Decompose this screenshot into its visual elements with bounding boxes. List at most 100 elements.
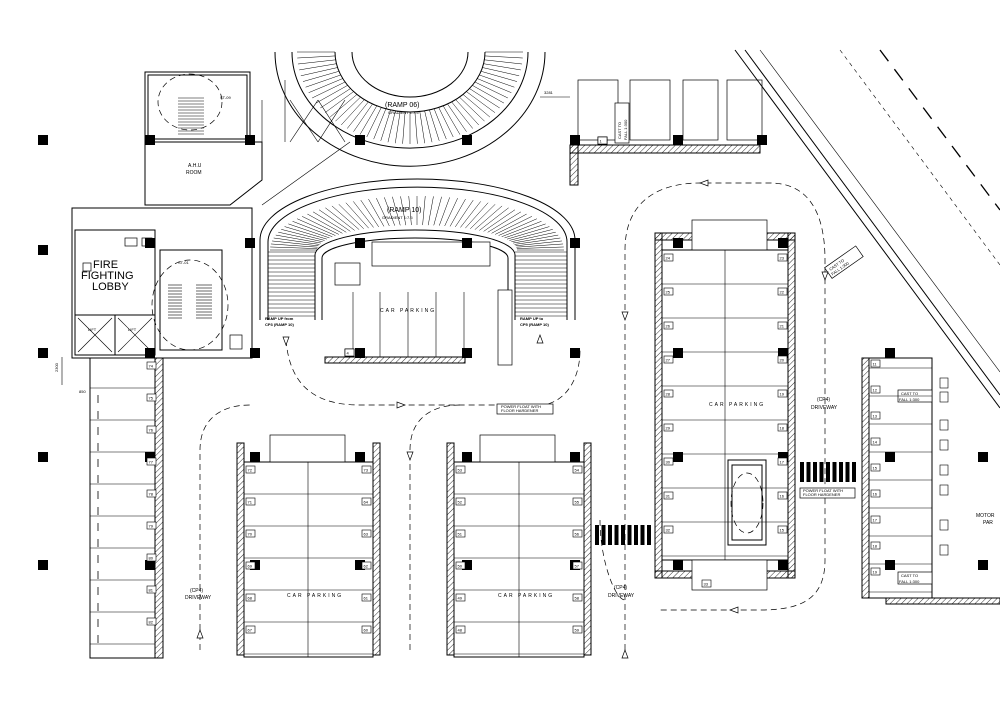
structural-column <box>462 452 472 462</box>
ramp-tread <box>318 209 351 232</box>
stall-number: 15 <box>780 528 785 533</box>
crosswalk-stripe <box>826 462 830 482</box>
crosswalk-stripe <box>839 462 843 482</box>
ramp-tread <box>308 78 343 93</box>
ramp-tread <box>315 85 348 104</box>
stall-tag-box <box>777 525 788 534</box>
ramp-tread <box>302 71 340 82</box>
ramp-tread <box>479 74 515 88</box>
structural-column <box>778 452 788 462</box>
ramp-tread <box>514 237 561 245</box>
stall-number: 62 <box>364 564 369 569</box>
stall-number: 23 <box>780 256 785 261</box>
ramp-tread <box>324 91 354 113</box>
fall-ratio-2: FALL 1:300 <box>899 579 920 584</box>
structural-column <box>462 238 472 248</box>
ramp-tread <box>284 226 327 240</box>
ramp-tread <box>495 216 533 235</box>
structural-column <box>145 560 155 570</box>
structural-column <box>885 560 895 570</box>
ramp-tread <box>360 199 379 228</box>
ramp-tread <box>482 67 520 77</box>
stall-number-tags: 7475767778798081827271706968677364636261… <box>146 136 881 634</box>
ramp-tread <box>444 198 458 227</box>
stall-tag-box <box>455 593 466 602</box>
stall-tag-box <box>870 489 881 498</box>
motor-label-2: PAR <box>983 520 993 526</box>
ramp-tread <box>329 94 358 118</box>
structural-column <box>978 452 988 462</box>
top-right-row <box>569 79 763 186</box>
crosswalk-stripe <box>595 525 599 545</box>
ramp-tread <box>408 196 412 226</box>
ramp-tread <box>301 216 339 235</box>
stall-number: 30 <box>666 460 671 465</box>
stall-tag-box <box>663 287 674 296</box>
structural-column <box>38 135 48 145</box>
ramp-tread <box>419 111 425 144</box>
ramp-tread <box>368 198 385 227</box>
crosswalk-stripe <box>806 462 811 482</box>
car-parking-ramp: CAR PARKING <box>380 308 436 314</box>
structural-column <box>145 348 155 358</box>
ramp-up-from-1: RAMP UP from <box>265 316 294 321</box>
structural-column <box>778 238 788 248</box>
ramp-tread <box>273 237 320 245</box>
cp4-b-1: (CP4) <box>190 588 203 594</box>
structural-column <box>778 348 788 358</box>
dim-850: 850 <box>79 389 86 394</box>
stall-number: 76 <box>149 428 154 433</box>
ramp-tread <box>470 204 496 230</box>
structural-column <box>673 135 683 145</box>
structural-column <box>250 348 260 358</box>
stall-number: 64 <box>364 500 369 505</box>
ramp-tread <box>402 111 406 144</box>
stall-tag-box <box>663 423 674 432</box>
ramp-tread <box>447 103 467 132</box>
crosswalk-stripe <box>627 525 632 545</box>
stall-number: 56 <box>575 532 580 537</box>
traffic-arrow <box>621 649 629 659</box>
stall-number: 25 <box>666 290 671 295</box>
ramp-tread <box>353 103 373 132</box>
ramp-tread <box>477 78 512 93</box>
structural-column <box>778 560 788 570</box>
cp4-b-2: DRIVEWAY <box>185 595 212 601</box>
ramp-tread <box>422 196 426 226</box>
stall-number: 16 <box>780 494 785 499</box>
stall-number: 51 <box>458 532 463 537</box>
stall-number: 74 <box>149 364 154 369</box>
stall-number: 78 <box>149 492 154 497</box>
ramp-tread <box>270 243 318 248</box>
driveway-routes <box>199 182 826 650</box>
ramp-tread <box>469 88 500 109</box>
ramp-tread <box>451 101 473 129</box>
ramp-up-to-2: CP5 (RAMP 10) <box>520 322 549 327</box>
stall-tag-box <box>361 529 372 538</box>
ramp-tread <box>373 108 387 140</box>
ramp-tread <box>484 55 523 59</box>
stall-number: 68 <box>248 596 253 601</box>
cp4-c-2: DRIVEWAY <box>608 593 635 599</box>
parking-block-a: CAR PARKING <box>236 434 381 658</box>
dim-3281: 3281 <box>544 90 554 95</box>
fire-fighting-core: FIRE FIGHTING LOBBY ST-01 LIFT LIFT <box>71 207 253 359</box>
structural-column <box>38 245 48 255</box>
ramp-tread <box>516 246 564 249</box>
structural-column <box>355 452 365 462</box>
car-parking-b: CAR PARKING <box>498 593 554 599</box>
cp4-a-1: (CP4) <box>817 397 830 403</box>
ramp-tread <box>272 240 319 247</box>
stall-number: 17 <box>873 518 878 523</box>
car-parking-a: CAR PARKING <box>287 593 343 599</box>
ramp-tread <box>320 88 351 109</box>
ramp-tread <box>465 202 489 229</box>
stall-number: 12 <box>873 388 878 393</box>
ramp-tread <box>300 67 338 77</box>
stall-number: 58 <box>575 596 580 601</box>
cast-to-2: CAST TO <box>901 573 918 578</box>
ramp-tread <box>392 196 401 226</box>
fall-ratio-top: FALL 1:300 <box>623 119 628 140</box>
stall-tag-box <box>777 287 788 296</box>
traffic-arrow <box>821 271 829 281</box>
